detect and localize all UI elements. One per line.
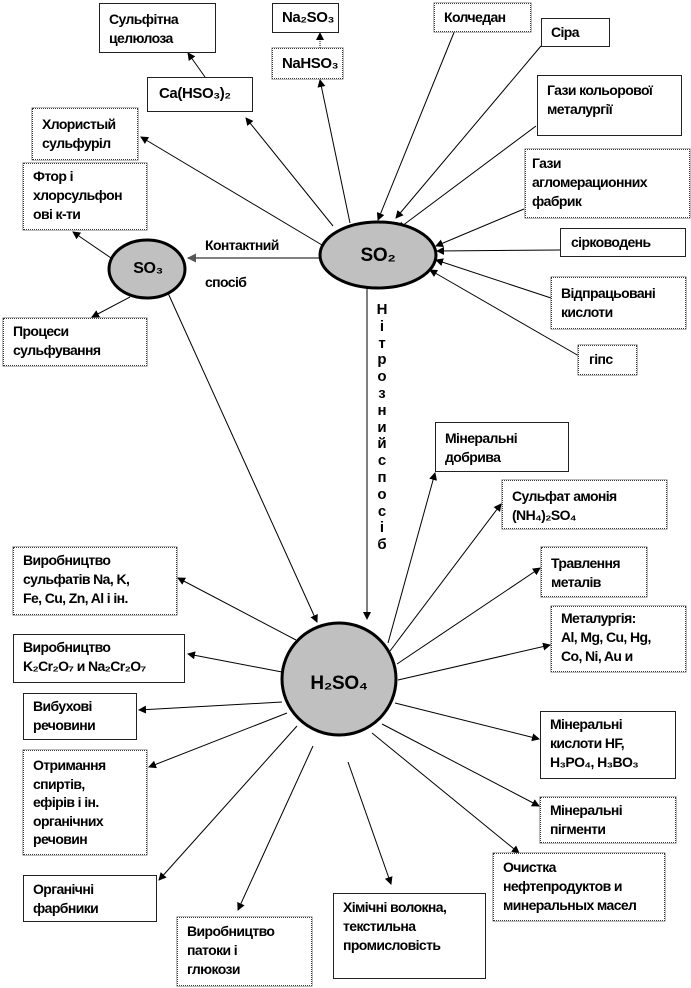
box-label: Металургія: Al, Mg, Cu, Hg, Co, Ni, Au и: [561, 610, 651, 664]
node-h2so4: [280, 621, 398, 737]
arrow-h2so4-to-organic-dyes: [158, 725, 298, 881]
arrow-h2so4-to-metal-pickling: [396, 567, 541, 665]
box-sinter-gases: Гази агломерационних фабрик: [525, 149, 690, 218]
box-mineral-pigments: Мінеральні пігменти: [540, 797, 676, 843]
box-label: Na₂SO₃: [282, 9, 335, 26]
arrow-so3-to-h2so4: [167, 292, 318, 623]
arrow-so3-to-fluoro-chlorosulfonic: [72, 231, 112, 259]
arrow-h2so4-to-oil-refining: [371, 732, 520, 854]
box-fertilizers: Мінеральні добрива: [435, 422, 569, 472]
box-label: Мінеральні кислоти HF, H₃PO₄, H₃BO₃: [550, 716, 639, 770]
box-sulfuryl-chloride: Хлористый сульфуріл: [32, 108, 138, 160]
box-label: Виробництво патоки і глюкози: [187, 923, 275, 977]
box-calcium-bisulfite: Ca(HSO₃)₂: [147, 77, 253, 112]
arrow-h2so4-to-molasses-glucose: [237, 745, 314, 911]
arrow-nonferrous-gases-to-so2: [397, 125, 537, 230]
box-sulfur: Сіра: [541, 18, 610, 47]
so3-label: SO₃: [133, 260, 163, 277]
node-so3: [107, 238, 187, 300]
so2-label: SO₂: [360, 245, 396, 266]
arrow-so3-to-sulfonation: [91, 296, 131, 318]
arrow-hydrogen-sulfide-to-so2: [436, 246, 561, 255]
box-label: Мінеральні пігменти: [550, 802, 623, 837]
box-ammonium-sulfate: Сульфат амонія (NH₄)₂SO₄: [502, 480, 667, 529]
box-nonferrous-gases: Гази кольорової металургії: [537, 75, 682, 136]
box-label: Процеси сульфування: [13, 323, 101, 358]
box-organic-dyes: Органічні фарбники: [23, 875, 157, 922]
arrow-h2so4-to-ammonium-sulfate: [389, 503, 502, 652]
box-label: Сульфітна целюлоза: [109, 11, 179, 46]
box-molasses-glucose: Виробництво патоки і глюкози: [177, 917, 312, 986]
box-label: Ca(HSO₃)₂: [159, 85, 231, 102]
arrow-sulfur-to-so2: [395, 45, 542, 219]
arrow-pyrite-to-so2: [376, 29, 456, 221]
contact-process-label-line2: спосіб: [205, 274, 247, 290]
box-sulfonation: Процеси сульфування: [3, 318, 147, 366]
box-label: Фтор і хлорсульфон ові к-ти: [33, 168, 123, 222]
arrow-so2-to-sulfuryl-chloride: [140, 136, 323, 246]
box-label: Сульфат амонія (NH₄)₂SO₄: [512, 488, 617, 523]
arrow-h2so4-to-fertilizers: [387, 472, 437, 644]
arrow-h2so4-to-mineral-acids: [394, 702, 540, 742]
arrow-h2so4-to-alcohols-esters: [148, 712, 288, 769]
box-label: Виробництво K₂Cr₂O₇ и Na₂Cr₂O₇: [23, 639, 146, 674]
box-mineral-acids: Мінеральні кислоти HF, H₃PO₄, H₃BO₃: [540, 711, 676, 779]
box-pyrite: Колчедан: [434, 3, 531, 32]
box-label: Травлення металів: [551, 555, 621, 590]
arrow-h2so4-to-sulfates: [177, 577, 297, 641]
arrow-h2so4-to-chemical-fibers: [347, 761, 393, 885]
box-label: Сіра: [551, 24, 580, 40]
box-label: гіпс: [589, 351, 613, 367]
box-label: Хлористый сульфуріл: [42, 116, 116, 151]
box-label: Хімічні волокна, текстильна промисловіст…: [343, 899, 447, 953]
box-label: Отримання спиртів, ефірів і ін. органічн…: [33, 757, 106, 847]
box-spent-acids: Відпрацьовані кислоти: [551, 277, 686, 329]
box-chemical-fibers: Хімічні волокна, текстильна промисловіст…: [333, 893, 486, 979]
box-explosives: Вибухові речовини: [23, 693, 137, 740]
contact-process-label-line1: Контактний: [205, 237, 279, 253]
h2so4-label: H₂SO₄: [310, 673, 368, 694]
box-sulfite-cellulose: Сульфітна целюлоза: [99, 3, 216, 53]
box-fluoro-chlorosulfonic-acids: Фтор і хлорсульфон ові к-ти: [23, 163, 147, 230]
arrow-so2-to-calcium-bisulfite: [245, 117, 334, 227]
box-oil-refining: Очистка нефтепродуктов и минеральных мас…: [493, 853, 665, 921]
box-label: Колчедан: [444, 9, 506, 25]
arrow-h2so4-to-metallurgy: [397, 642, 551, 681]
box-label: Відпрацьовані кислоти: [561, 285, 656, 320]
box-dichromates: Виробництво K₂Cr₂O₇ и Na₂Cr₂O₇: [13, 634, 185, 683]
box-metallurgy: Металургія: Al, Mg, Cu, Hg, Co, Ni, Au и: [551, 606, 686, 672]
arrow-calcium-bisulfite-to-sulfite-cellulose: [187, 52, 206, 78]
box-label: сірководень: [571, 234, 651, 250]
box-metal-pickling: Травлення металів: [541, 547, 647, 597]
box-hydrogen-sulfide: сірководень: [560, 228, 686, 257]
box-alcohols-esters: Отримання спиртів, ефірів і ін. органічн…: [23, 750, 147, 855]
box-label: Мінеральні добрива: [445, 430, 518, 465]
box-label: Очистка нефтепродуктов и минеральных мас…: [503, 859, 637, 913]
box-label: Виробництво сульфатів Na, K, Fe, Cu, Zn,…: [23, 552, 130, 606]
box-label: Органічні фарбники: [33, 881, 99, 916]
box-nahso3: NaHSO₃: [272, 48, 343, 79]
arrow-h2so4-to-mineral-pigments: [381, 723, 540, 807]
box-na2so3: Na₂SO₃: [272, 3, 339, 33]
box-label: Гази агломерационних фабрик: [532, 155, 648, 209]
arrow-h2so4-to-explosives: [138, 701, 283, 714]
arrow-so2-to-nahso3: [317, 79, 351, 224]
arrow-sinter-gases-to-so2: [435, 208, 525, 247]
arrow-spent-acids-to-so2: [435, 258, 552, 299]
box-gypsum: гіпс: [578, 345, 637, 375]
node-so2: [318, 220, 438, 290]
box-label: NaHSO₃: [282, 55, 339, 72]
arrow-gypsum-to-so2: [429, 269, 580, 357]
box-label: Вибухові речовини: [33, 698, 96, 733]
arrow-h2so4-to-dichromates: [187, 651, 283, 673]
box-sulfates: Виробництво сульфатів Na, K, Fe, Cu, Zn,…: [13, 547, 177, 615]
box-label: Гази кольорової металургії: [547, 82, 653, 117]
